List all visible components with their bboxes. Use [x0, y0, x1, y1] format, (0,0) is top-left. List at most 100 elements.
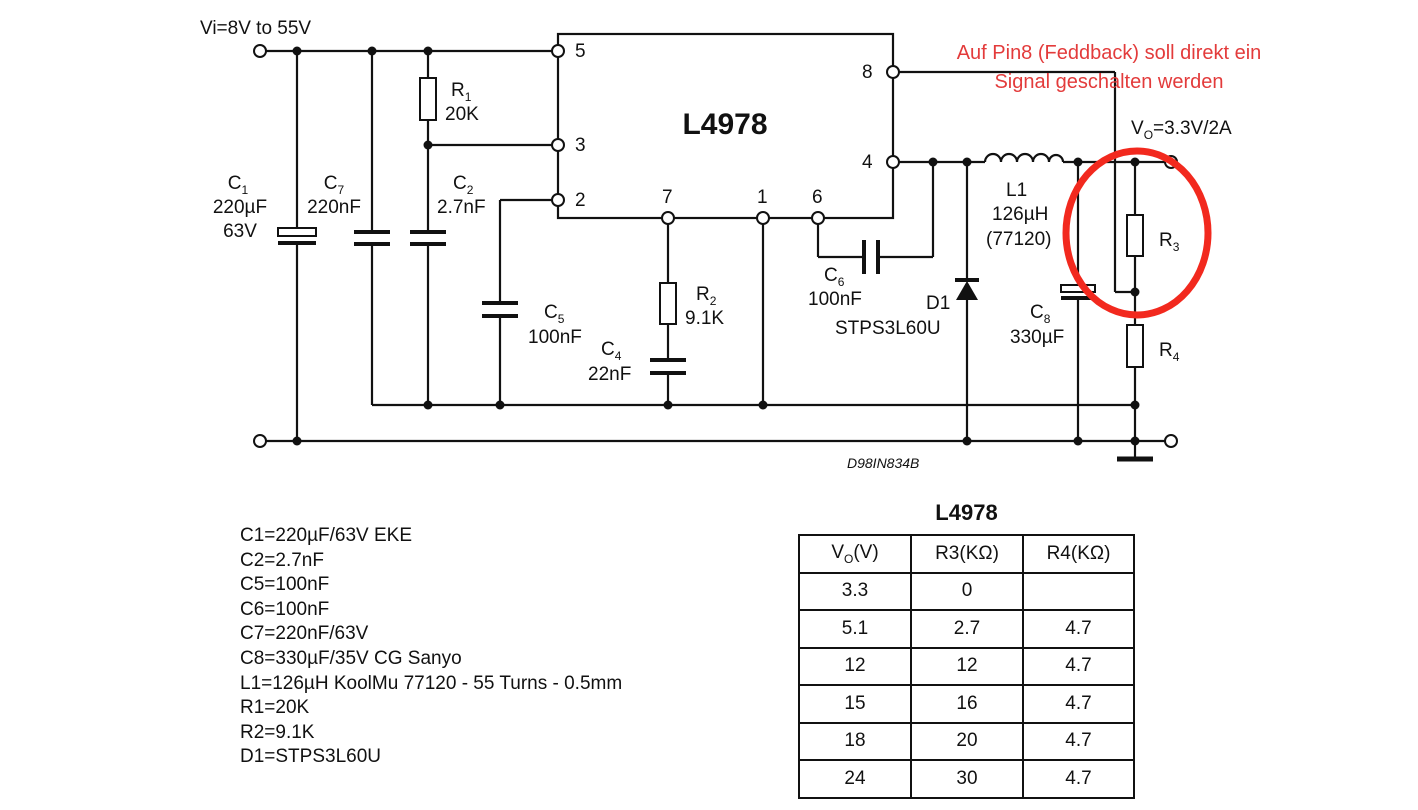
table-cell: 0 [910, 571, 1024, 611]
svg-text:100nF: 100nF [528, 327, 582, 348]
output-voltage-label: VO=3.3V/2A [1131, 118, 1232, 142]
pin-4-label: 4 [862, 152, 873, 173]
annotation-line-1: Auf Pin8 (Feddback) soll direkt ein [957, 42, 1262, 64]
resistor-r4: R4 [1126, 324, 1180, 368]
wiring [266, 49, 1165, 458]
capacitor-c7: C7 220nF [307, 173, 390, 246]
capacitor-c4: C4 22nF [588, 339, 686, 385]
pin-3-label: 3 [575, 135, 586, 156]
table-cell: 30 [910, 759, 1024, 799]
svg-text:100nF: 100nF [808, 289, 862, 310]
resistor-r3: R3 [1126, 214, 1180, 257]
pin-1-label: 1 [757, 187, 768, 208]
chip-name: L4978 [682, 108, 767, 141]
svg-text:220nF: 220nF [307, 197, 361, 218]
parts-list: C1=220µF/63V EKE C2=2.7nF C5=100nF C6=10… [240, 524, 622, 770]
svg-text:R4: R4 [1159, 340, 1180, 364]
parts-list-item: R1=20K [240, 697, 310, 719]
pin-5-label: 5 [575, 41, 586, 62]
drawing-code: D98IN834B [847, 455, 919, 471]
table-cell: 5.1 [798, 609, 912, 649]
table-cell: 3.3 [798, 571, 912, 611]
capacitor-c6: C6 100nF [808, 240, 880, 310]
table-cell: 15 [798, 684, 912, 724]
svg-text:D1: D1 [926, 293, 950, 314]
table-cell: 4.7 [1022, 684, 1135, 724]
svg-text:C5: C5 [544, 302, 565, 326]
resistor-r1: R1 20K [419, 77, 479, 125]
svg-text:C8: C8 [1030, 302, 1051, 326]
annotation-highlight-circle [1062, 147, 1212, 319]
parts-list-item: C5=100nF [240, 574, 330, 596]
parts-list-item: R2=9.1K [240, 721, 315, 743]
svg-text:20K: 20K [445, 104, 479, 125]
table-cell [1022, 571, 1135, 611]
inductor-l1: L1 126µH (77120) [983, 152, 1065, 250]
table-cell: 12 [798, 646, 912, 686]
table-cell: 4.7 [1022, 759, 1135, 799]
table-cell: 2.7 [910, 609, 1024, 649]
svg-text:22nF: 22nF [588, 364, 631, 385]
table-cell: 18 [798, 721, 912, 761]
annotation-line-2: Signal geschalten werden [994, 71, 1223, 93]
schematic-diagram: L4978 5 3 2 7 1 6 8 4 C1 220µF 63V C7 22… [200, 18, 1262, 471]
svg-text:C6: C6 [824, 265, 845, 289]
parts-list-item: L1=126µH KoolMu 77120 - 55 Turns - 0.5mm [240, 672, 623, 694]
svg-text:R3: R3 [1159, 230, 1180, 254]
svg-text:330µF: 330µF [1010, 327, 1064, 348]
parts-list-item: D1=STPS3L60U [240, 746, 381, 768]
pin-8-label: 8 [862, 62, 873, 83]
pin-7-label: 7 [662, 187, 673, 208]
table-cell: 4.7 [1022, 646, 1135, 686]
svg-text:C2: C2 [453, 173, 474, 197]
table-cell: 4.7 [1022, 609, 1135, 649]
svg-text:C1: C1 [228, 173, 249, 197]
svg-text:R1: R1 [451, 80, 472, 104]
svg-text:220µF: 220µF [213, 197, 267, 218]
svg-text:63V: 63V [223, 221, 257, 242]
pin-terminals [253, 44, 1178, 448]
svg-text:L1: L1 [1006, 180, 1027, 201]
table-title: L4978 [935, 500, 998, 525]
header-vo: VO(V) [798, 534, 912, 574]
capacitor-c1: C1 220µF 63V [213, 173, 317, 245]
table-header-row: VO(V) R3(KΩ) R4(KΩ) [798, 534, 1135, 574]
svg-text:(77120): (77120) [986, 229, 1052, 250]
svg-text:126µH: 126µH [992, 204, 1048, 225]
header-r3: R3(KΩ) [910, 534, 1024, 574]
parts-list-item: C6=100nF [240, 598, 330, 620]
pin-6-label: 6 [812, 187, 823, 208]
capacitor-c2: C2 2.7nF [410, 173, 486, 246]
l4978-chip-body [556, 32, 895, 220]
table-cell: 12 [910, 646, 1024, 686]
parts-list-item: C8=330µF/35V CG Sanyo [240, 647, 462, 669]
svg-text:R2: R2 [696, 284, 717, 308]
svg-text:9.1K: 9.1K [685, 308, 724, 329]
svg-text:2.7nF: 2.7nF [437, 197, 486, 218]
input-voltage-label: Vi=8V to 55V [200, 18, 311, 39]
svg-text:C4: C4 [601, 339, 622, 363]
diode-d1: D1 STPS3L60U [835, 278, 979, 339]
parts-list-item: C2=2.7nF [240, 549, 324, 571]
parts-list-item: C1=220µF/63V EKE [240, 525, 413, 546]
table-cell: 16 [910, 684, 1024, 724]
table-cell: 4.7 [1022, 721, 1135, 761]
capacitor-c8: C8 330µF [1010, 284, 1096, 348]
pin-2-label: 2 [575, 190, 586, 211]
junction-dots [292, 46, 1140, 446]
parts-list-item: C7=220nF/63V [240, 623, 369, 645]
svg-text:STPS3L60U: STPS3L60U [835, 318, 941, 339]
header-r4: R4(KΩ) [1022, 534, 1135, 574]
table-cell: 20 [910, 721, 1024, 761]
capacitor-c5: C5 100nF [482, 301, 582, 348]
resistor-r2: R2 9.1K [659, 282, 724, 329]
table-cell: 24 [798, 759, 912, 799]
svg-text:C7: C7 [324, 173, 345, 197]
